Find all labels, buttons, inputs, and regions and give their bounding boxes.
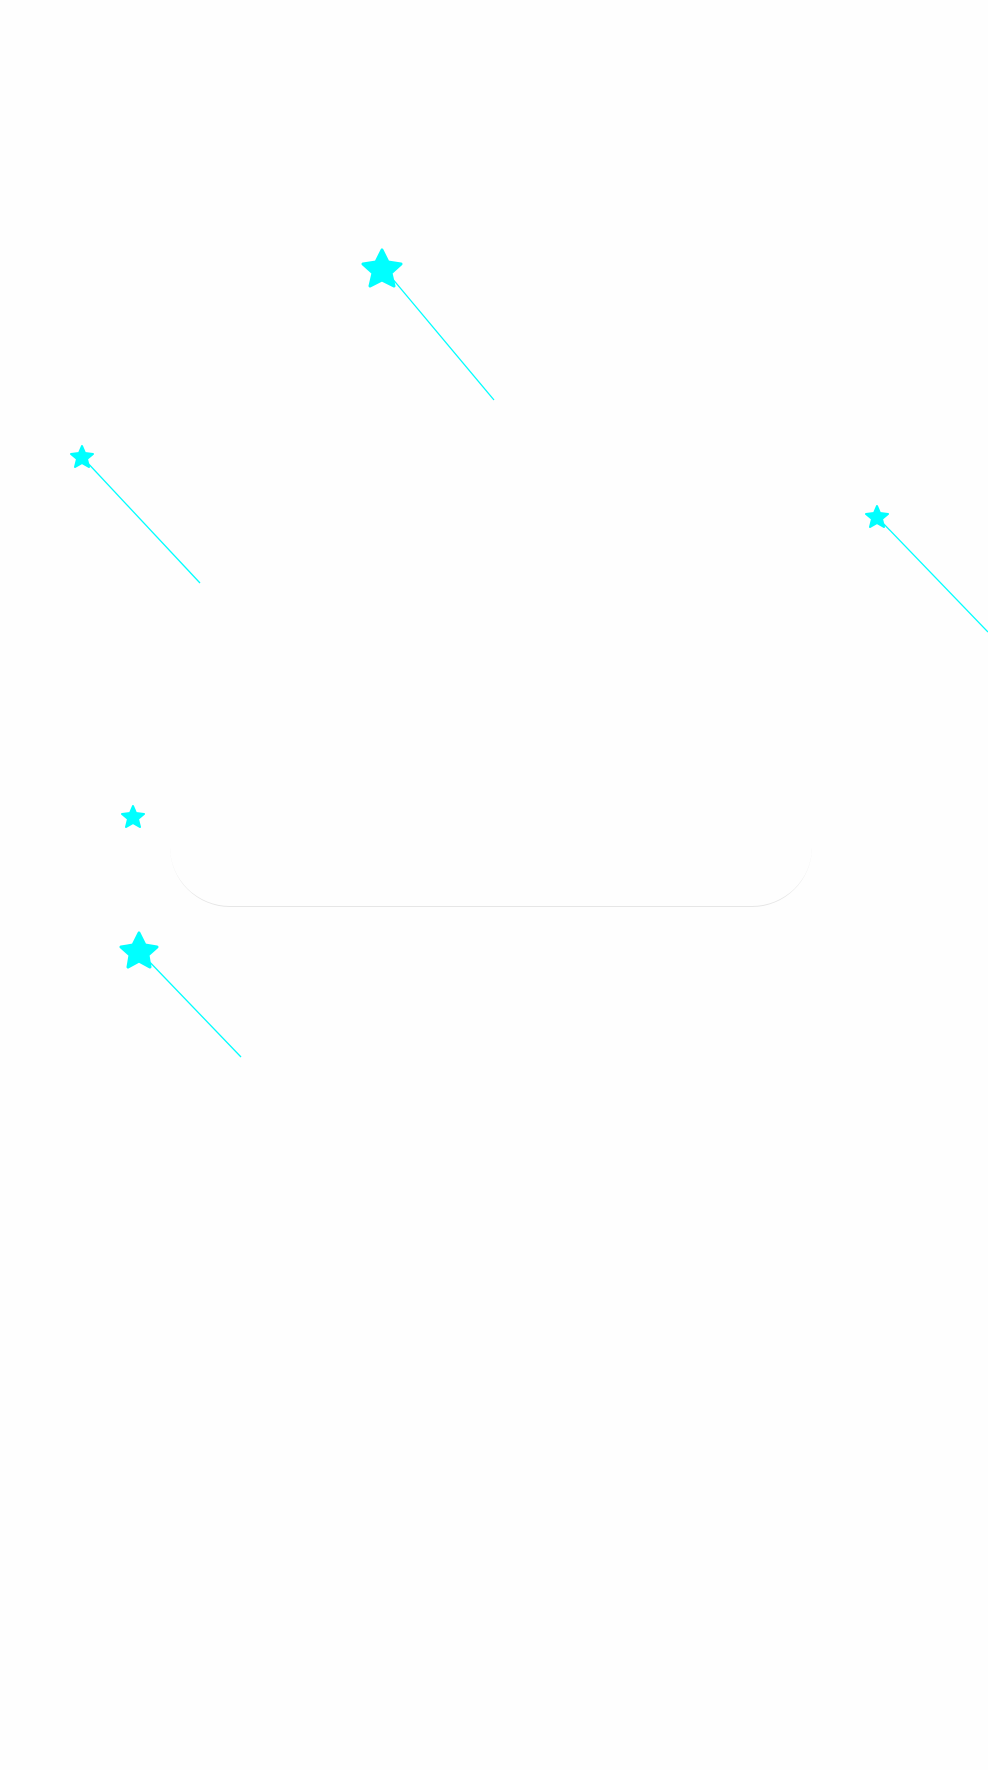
- shooting-star-4: [121, 805, 145, 828]
- star-icon: [121, 805, 145, 828]
- star-icon: [865, 505, 889, 528]
- shooting-star-5: [119, 931, 242, 1058]
- star-icon: [361, 248, 403, 288]
- star-icon: [70, 445, 94, 468]
- shooting-star-1: [361, 248, 495, 401]
- shooting-star-3: [865, 505, 988, 633]
- shooting-star-2: [70, 445, 201, 584]
- star-icon: [119, 931, 159, 969]
- faint-card: [170, 560, 812, 907]
